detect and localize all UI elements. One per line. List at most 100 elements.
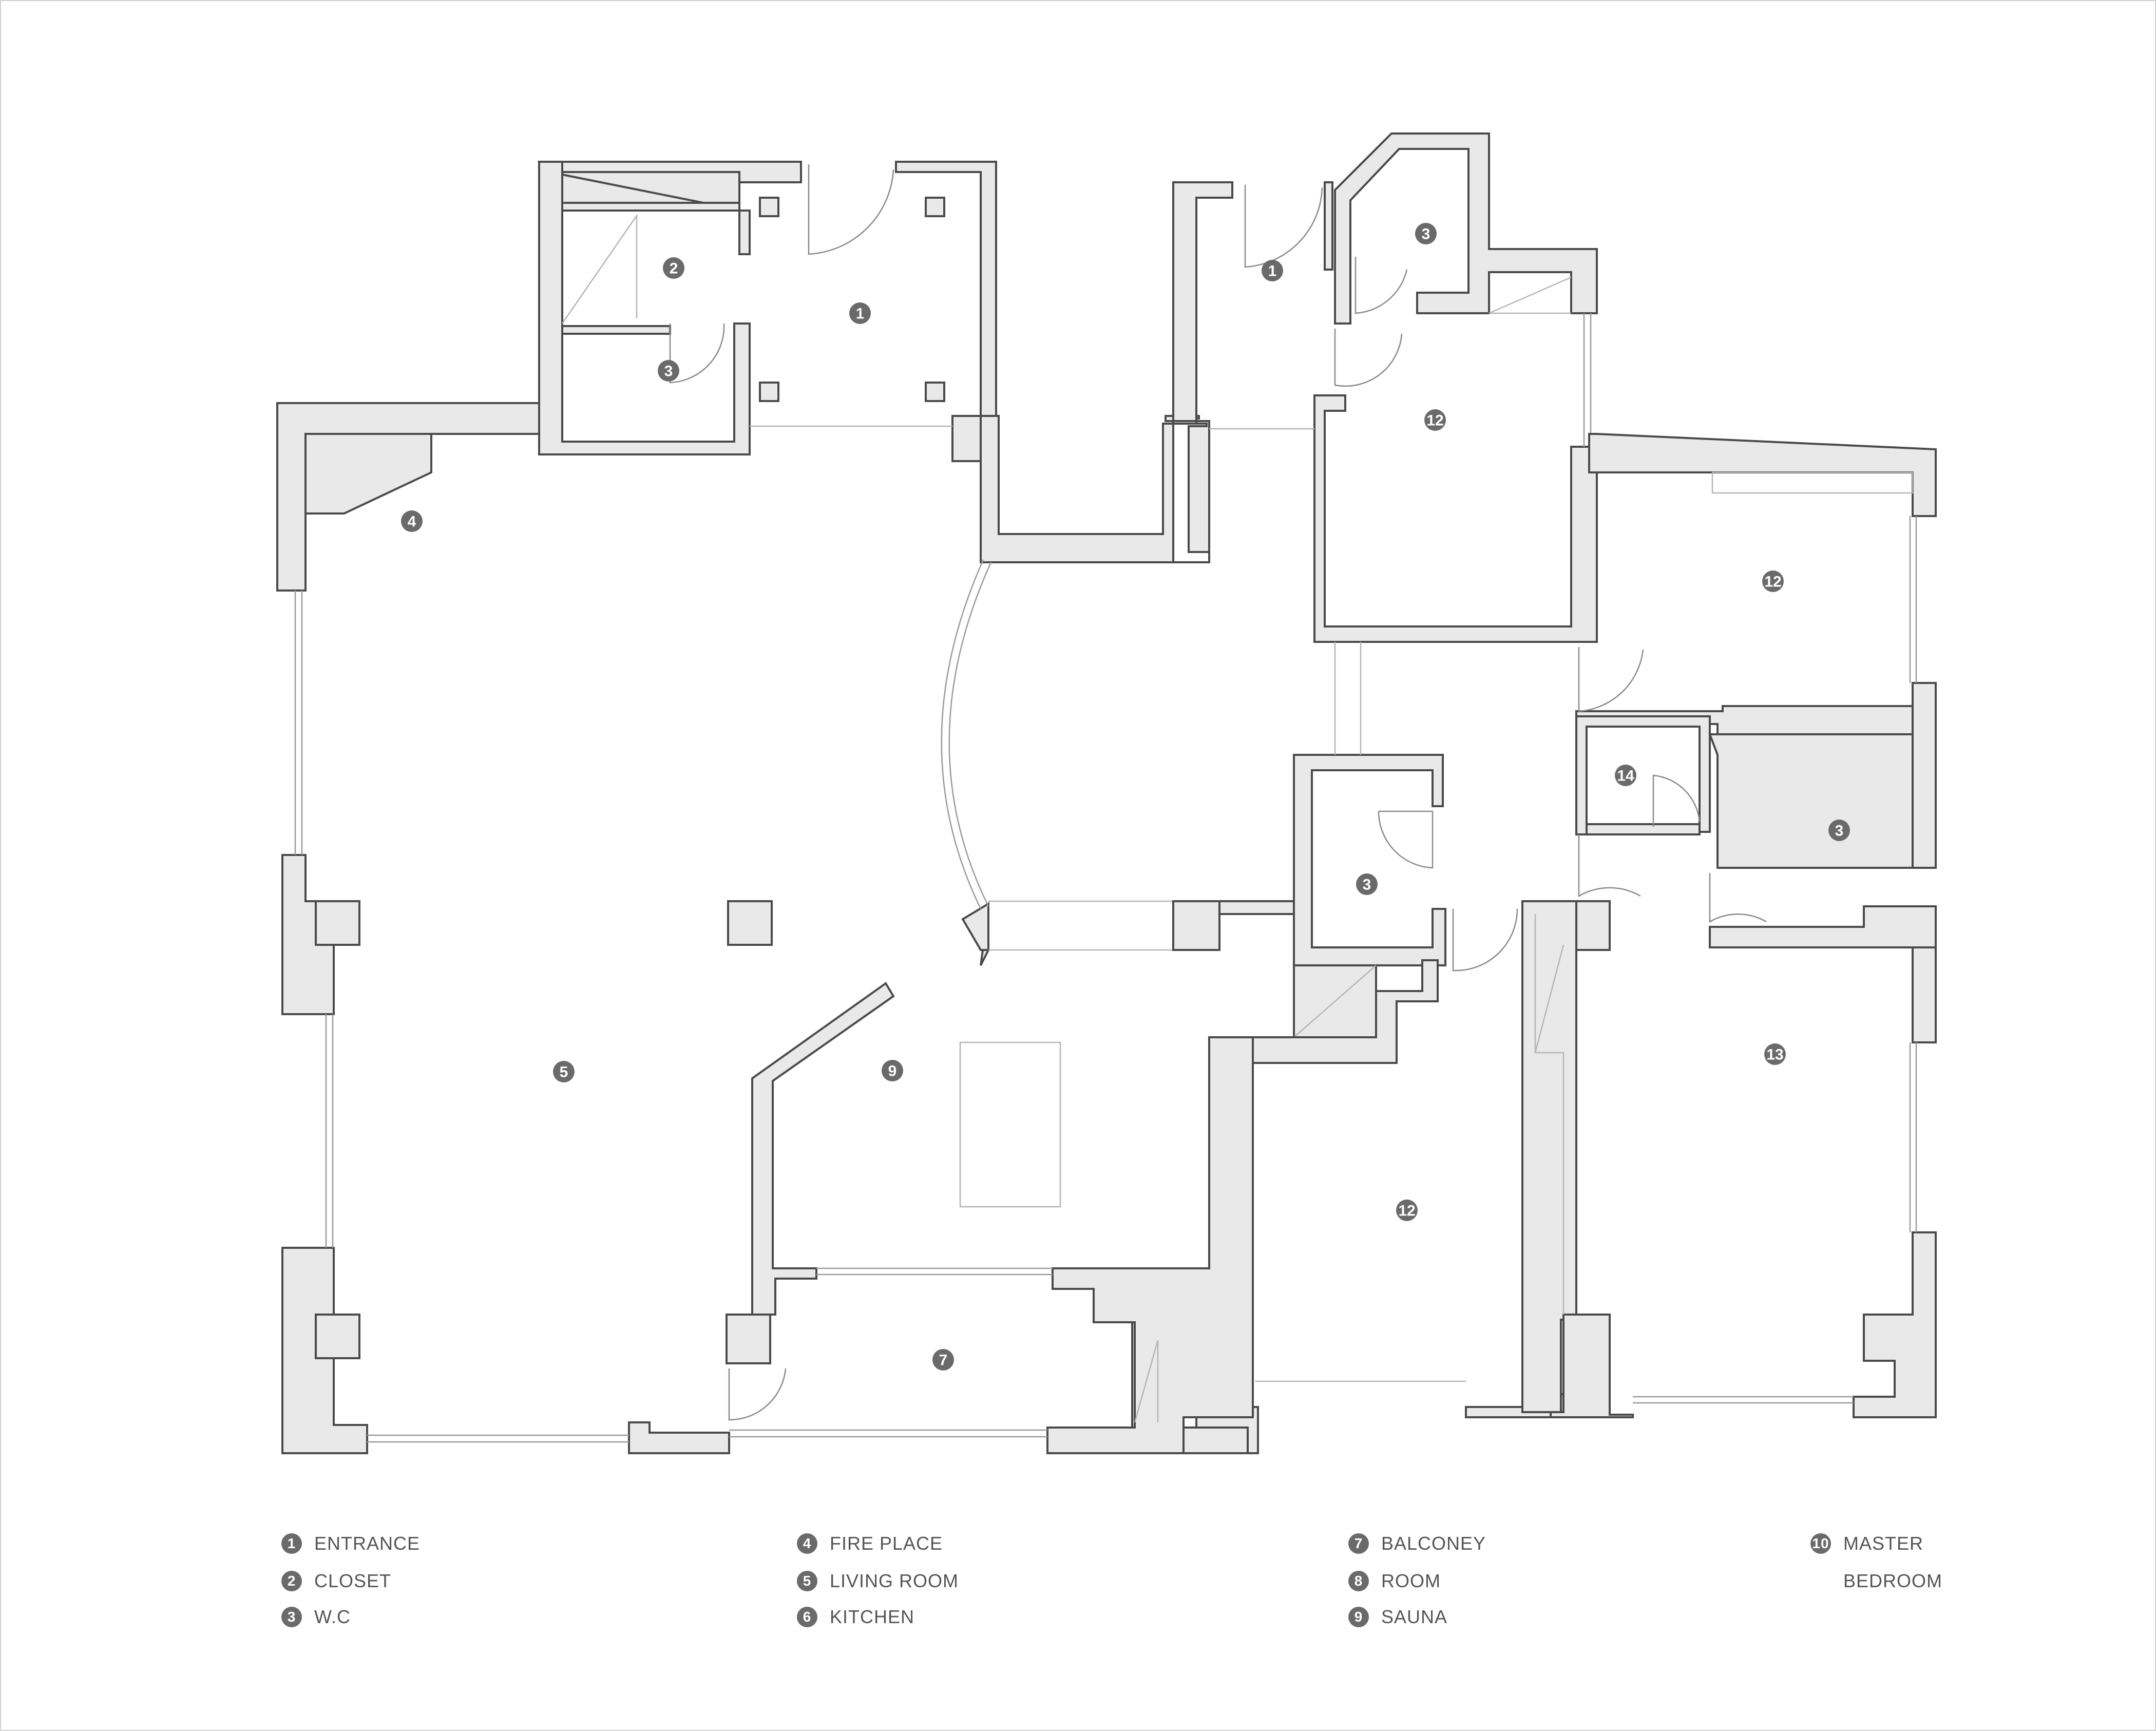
room-marker-circle	[882, 1060, 903, 1081]
room-marker: 12	[1424, 409, 1446, 431]
opening-line	[988, 900, 1173, 951]
pillar	[925, 382, 945, 402]
legend-label: W.C	[314, 1606, 351, 1627]
room-marker: 14	[1615, 765, 1636, 786]
legend-number: 10	[1810, 1533, 1831, 1554]
pillar	[759, 382, 779, 402]
room-marker-number: 4	[408, 513, 416, 530]
legend-item-balconey: 7 BALCONEY	[1348, 1533, 1486, 1554]
room-marker-number: 5	[560, 1064, 568, 1081]
sauna-bench	[959, 1041, 1061, 1208]
room-marker: 3	[1415, 223, 1437, 244]
room-marker-number: 3	[1422, 226, 1430, 243]
room-marker-circle	[1424, 409, 1446, 431]
door-swing	[1244, 185, 1323, 268]
pillar	[1172, 900, 1220, 951]
opening-line	[1134, 1340, 1159, 1423]
window	[1633, 1396, 1854, 1404]
room-marker-circle	[658, 360, 679, 382]
entrance-block-walls	[537, 161, 997, 455]
room-marker: 12	[1762, 570, 1784, 592]
legend-number: 1	[281, 1533, 302, 1554]
room-marker-circle	[849, 302, 871, 324]
legend-number: 5	[797, 1571, 817, 1591]
wc-walls	[1575, 715, 1937, 948]
room-marker-circle	[1762, 570, 1784, 592]
master-bedroom-walls	[1521, 900, 1937, 1418]
legend-number: 9	[1348, 1607, 1369, 1627]
room-marker-circle	[1262, 260, 1283, 281]
room-marker-circle	[1615, 765, 1636, 786]
door-swing	[669, 323, 725, 384]
pillar	[726, 1314, 771, 1364]
room-marker-number: 3	[664, 363, 673, 380]
room-marker: 9	[882, 1060, 903, 1081]
legend-item-sauna: 9 SAUNA	[1348, 1606, 1447, 1628]
door-swing	[1354, 257, 1408, 314]
door-swing	[728, 1368, 787, 1421]
window	[294, 591, 303, 855]
legend-item-master-continued: BEDROOM	[1843, 1570, 1943, 1591]
legend-item-room: 8 ROOM	[1348, 1570, 1441, 1592]
curved-glass-wall	[941, 559, 992, 909]
door-swing	[1578, 834, 1641, 898]
room-marker-number: 13	[1766, 1047, 1783, 1063]
door-swing	[1578, 647, 1644, 712]
room-marker-number: 3	[1363, 877, 1371, 893]
legend-item-entrance: 1 ENTRANCE	[281, 1533, 420, 1554]
legend-item-closet: 2 CLOSET	[281, 1570, 391, 1592]
door-swing	[1709, 873, 1767, 923]
room-marker-number: 14	[1617, 768, 1634, 785]
legend-label: CLOSET	[314, 1570, 392, 1591]
window	[1909, 516, 1917, 683]
opening-line	[1293, 642, 1377, 1038]
room-marker-number: 12	[1764, 574, 1781, 591]
legend-number: 8	[1348, 1571, 1369, 1591]
legend-label: KITCHEN	[830, 1606, 915, 1627]
legend-item-living-room: 5 LIVING ROOM	[797, 1570, 959, 1592]
window	[367, 1434, 629, 1443]
legend-item-fire-place: 4 FIRE PLACE	[797, 1533, 943, 1554]
room-marker: 4	[401, 510, 423, 532]
legend-label: ROOM	[1381, 1570, 1441, 1591]
room-marker-circle	[1764, 1043, 1786, 1065]
closet-shelf-line	[561, 213, 638, 324]
room-marker-number: 9	[888, 1063, 897, 1080]
room-marker: 1	[1262, 260, 1283, 281]
room-marker-number: 2	[670, 260, 678, 277]
legend-label: LIVING ROOM	[830, 1570, 959, 1591]
room-marker-number: 12	[1398, 1203, 1415, 1220]
legend-number: 6	[797, 1607, 817, 1627]
legend-number: 4	[797, 1533, 817, 1554]
legend-label: MASTER	[1843, 1533, 1924, 1554]
sauna-walls	[751, 982, 1254, 1454]
room-marker: 3	[1356, 873, 1378, 895]
room-marker: 2	[663, 257, 684, 279]
room-marker-circle	[1828, 820, 1850, 841]
room-marker-number: 7	[939, 1352, 948, 1369]
room-marker: 1	[849, 302, 871, 324]
room-marker: 3	[1828, 820, 1850, 841]
window	[325, 1014, 334, 1248]
room-marker-circle	[1415, 223, 1437, 244]
legend-item-wc: 3 W.C	[281, 1606, 351, 1628]
room-marker-circle	[401, 510, 423, 532]
curved-wall-end	[961, 902, 989, 951]
window	[1583, 313, 1592, 447]
room-marker-circle	[1356, 873, 1378, 895]
legend-item-kitchen: 6 KITCHEN	[797, 1606, 914, 1628]
wardrobe-line	[1711, 471, 1914, 494]
room-marker: 7	[932, 1349, 954, 1371]
window	[816, 1267, 1053, 1276]
room-marker-number: 3	[1835, 823, 1844, 840]
room-marker: 5	[553, 1061, 575, 1082]
pillar	[925, 197, 945, 217]
room-marker-circle	[1396, 1200, 1418, 1221]
window	[729, 1429, 1047, 1438]
door-swing	[1652, 774, 1701, 827]
room-marker-number: 1	[856, 306, 865, 322]
legend-label: FIRE PLACE	[830, 1533, 943, 1554]
